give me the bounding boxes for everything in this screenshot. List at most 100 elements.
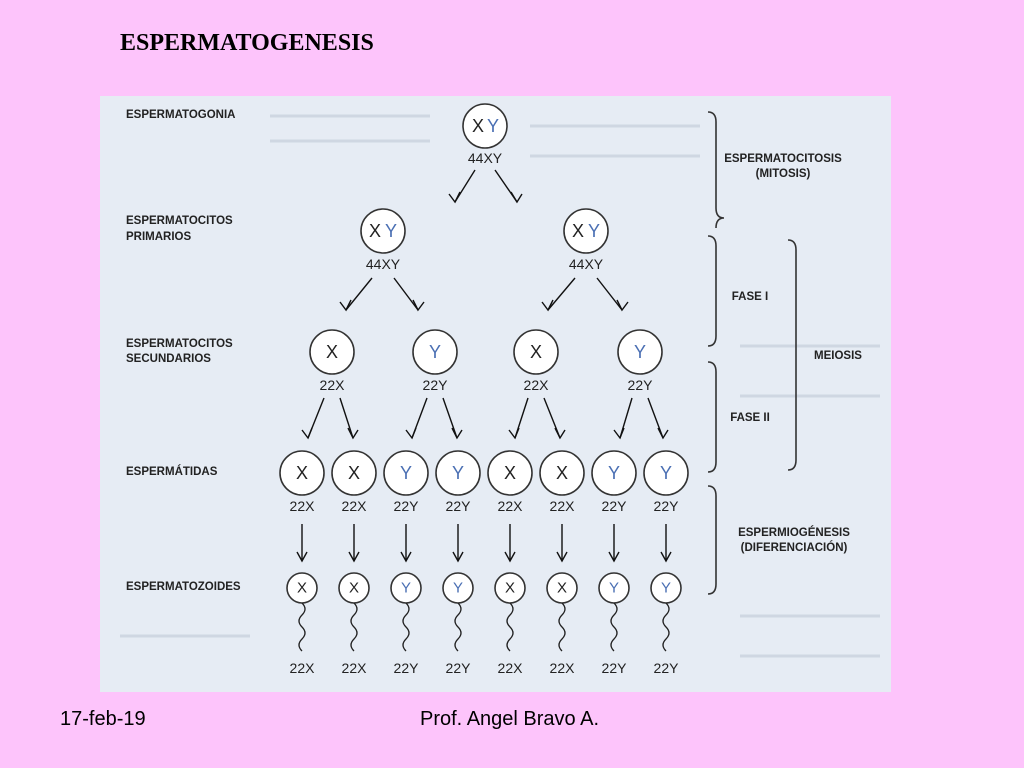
arrows-meiosis-1 [339, 277, 629, 312]
cell-count-label: 22X [498, 660, 524, 676]
stage-label-spermatids: ESPERMÁTIDAS [126, 465, 218, 478]
bracket-label-mitosis-line1: ESPERMATOCITOSIS [724, 153, 842, 165]
chromosome-x: X [504, 463, 516, 483]
cell-count-label: 22Y [654, 498, 680, 514]
chromosome-x: X [472, 116, 484, 136]
bracket-phase1 [707, 235, 717, 347]
cell-count-label: 22X [290, 660, 316, 676]
chromosome-x: X [505, 580, 515, 597]
stage-label-primary-line1: ESPERMATOCITOS [126, 215, 233, 227]
chromosome-x: X [557, 580, 567, 597]
spermatid-cell: Y [643, 450, 689, 496]
cell-count-label: 22X [498, 498, 524, 514]
cell-count-label: 22Y [602, 660, 628, 676]
chromosome-y: Y [385, 221, 397, 241]
brackets [707, 111, 797, 595]
cell-count-label: 22X [342, 660, 368, 676]
arrows-mitosis [448, 169, 523, 204]
cell-count-label: 22X [342, 498, 368, 514]
secondary-spermatocyte: Y [412, 329, 458, 375]
footer-author: Prof. Angel Bravo A. [420, 708, 599, 730]
chromosome-x: X [296, 463, 308, 483]
spermatid-cell: X [279, 450, 325, 496]
spermatozoa-row: X 22X X 22X Y 22Y Y 22Y X 22X [286, 572, 682, 676]
cell-count-label: 22Y [423, 377, 449, 393]
secondary-spermatocyte: X [513, 329, 559, 375]
cell-count-label: 22Y [654, 660, 680, 676]
chromosome-y: Y [609, 580, 619, 597]
cell-count-label: 22X [550, 498, 576, 514]
spermatozoon: X [338, 572, 370, 652]
bracket-phase2 [707, 361, 717, 473]
bracket-label-differentiation-line2: (DIFERENCIACIÓN) [741, 541, 848, 554]
chromosome-y: Y [452, 463, 464, 483]
chromosome-x: X [348, 463, 360, 483]
spermatozoon: Y [650, 572, 682, 652]
chromosome-y: Y [429, 342, 441, 362]
chromosome-y: Y [401, 580, 411, 597]
bracket-label-phase1: FASE I [732, 291, 768, 303]
chromosome-y: Y [608, 463, 620, 483]
chromosome-x: X [572, 221, 584, 241]
chromosome-y: Y [588, 221, 600, 241]
secondary-spermatocytes: X 22X Y 22Y X 22X Y 22Y [309, 329, 663, 393]
cell-count-label: 22Y [602, 498, 628, 514]
spermatid-cell: Y [383, 450, 429, 496]
chromosome-x: X [326, 342, 338, 362]
spermatozoon: X [286, 572, 318, 652]
chromosome-x: X [349, 580, 359, 597]
background-texture [120, 114, 880, 658]
spermatid-cell: Y [435, 450, 481, 496]
chromosome-y: Y [661, 580, 671, 597]
secondary-spermatocyte: X [309, 329, 355, 375]
chromosome-y: Y [660, 463, 672, 483]
spermatozoon: X [494, 572, 526, 652]
primary-spermatocyte-1: X Y [360, 208, 406, 254]
spermatogonia-cell: X Y [462, 103, 508, 149]
bracket-label-phase2: FASE II [730, 412, 770, 424]
cell-count-label: 22Y [394, 498, 420, 514]
chromosome-y: Y [400, 463, 412, 483]
spermatozoon: X [546, 572, 578, 652]
stage-label-spermatozoa: ESPERMATOZOIDES [126, 581, 241, 593]
spermatid-cell: Y [591, 450, 637, 496]
spermatids-row: X 22X X 22X Y 22Y Y 22Y X 22X X 22X Y 22… [279, 450, 689, 514]
chromosome-x: X [369, 221, 381, 241]
spermatozoon: Y [598, 572, 630, 652]
bracket-label-mitosis-line2: (MITOSIS) [756, 168, 811, 180]
cell-count-label: 22Y [394, 660, 420, 676]
chromosome-y: Y [634, 342, 646, 362]
spermatozoon: Y [442, 572, 474, 652]
stage-label-secondary-line1: ESPERMATOCITOS [126, 338, 233, 350]
spermatid-cell: X [331, 450, 377, 496]
chromosome-y: Y [487, 116, 499, 136]
stage-label-primary-line2: PRIMARIOS [126, 231, 192, 243]
arrows-meiosis-2 [301, 397, 669, 440]
spermatid-cell: X [539, 450, 585, 496]
bracket-label-differentiation-line1: ESPERMIOGÉNESIS [738, 526, 850, 539]
chromosome-y: Y [453, 580, 463, 597]
cell-count-label: 44XY [366, 256, 401, 272]
slide-title: ESPERMATOGENESIS [120, 30, 374, 56]
cell-count-label: 22X [320, 377, 346, 393]
cell-count-label: 22Y [628, 377, 654, 393]
secondary-spermatocyte: Y [617, 329, 663, 375]
chromosome-x: X [556, 463, 568, 483]
bracket-meiosis [787, 239, 797, 471]
arrows-differentiation [296, 524, 672, 563]
cell-count-label: 44XY [569, 256, 604, 272]
spermatogenesis-diagram: ESPERMATOGONIA ESPERMATOCITOS PRIMARIOS … [100, 96, 891, 692]
cell-count-label: 22Y [446, 660, 472, 676]
cell-count-label: 22X [524, 377, 550, 393]
bracket-mitosis [707, 111, 725, 229]
primary-spermatocyte-2: X Y [563, 208, 609, 254]
cell-count-label: 22Y [446, 498, 472, 514]
cell-count-label: 22X [290, 498, 316, 514]
spermatozoon: Y [390, 572, 422, 652]
bracket-differentiation [707, 485, 717, 595]
chromosome-x: X [530, 342, 542, 362]
stage-label-spermatogonia: ESPERMATOGONIA [126, 109, 235, 121]
footer-date: 17-feb-19 [60, 708, 146, 730]
stage-label-secondary-line2: SECUNDARIOS [126, 353, 211, 365]
bracket-label-meiosis: MEIOSIS [814, 350, 862, 362]
